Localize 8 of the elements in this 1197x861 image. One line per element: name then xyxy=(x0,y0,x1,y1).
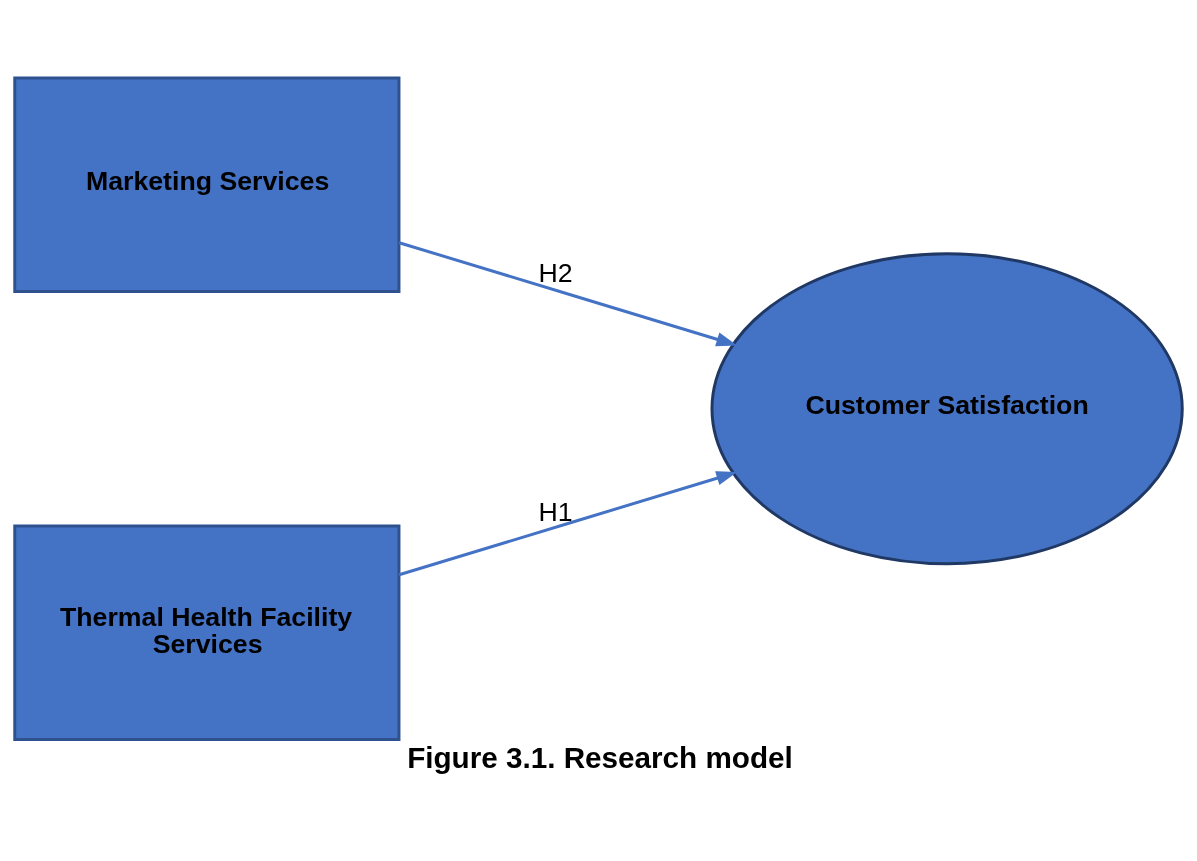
node-box: Thermal Health Facility Services xyxy=(13,523,401,741)
caption: Figure 3.1. Research model xyxy=(407,740,793,774)
arrow xyxy=(398,240,738,346)
edge-label: H2 xyxy=(538,257,573,288)
node-ellipse: Customer Satisfaction xyxy=(710,251,1184,565)
node-box: Marketing Services xyxy=(13,75,401,293)
arrow xyxy=(398,470,738,576)
edge-label: H1 xyxy=(538,496,573,527)
